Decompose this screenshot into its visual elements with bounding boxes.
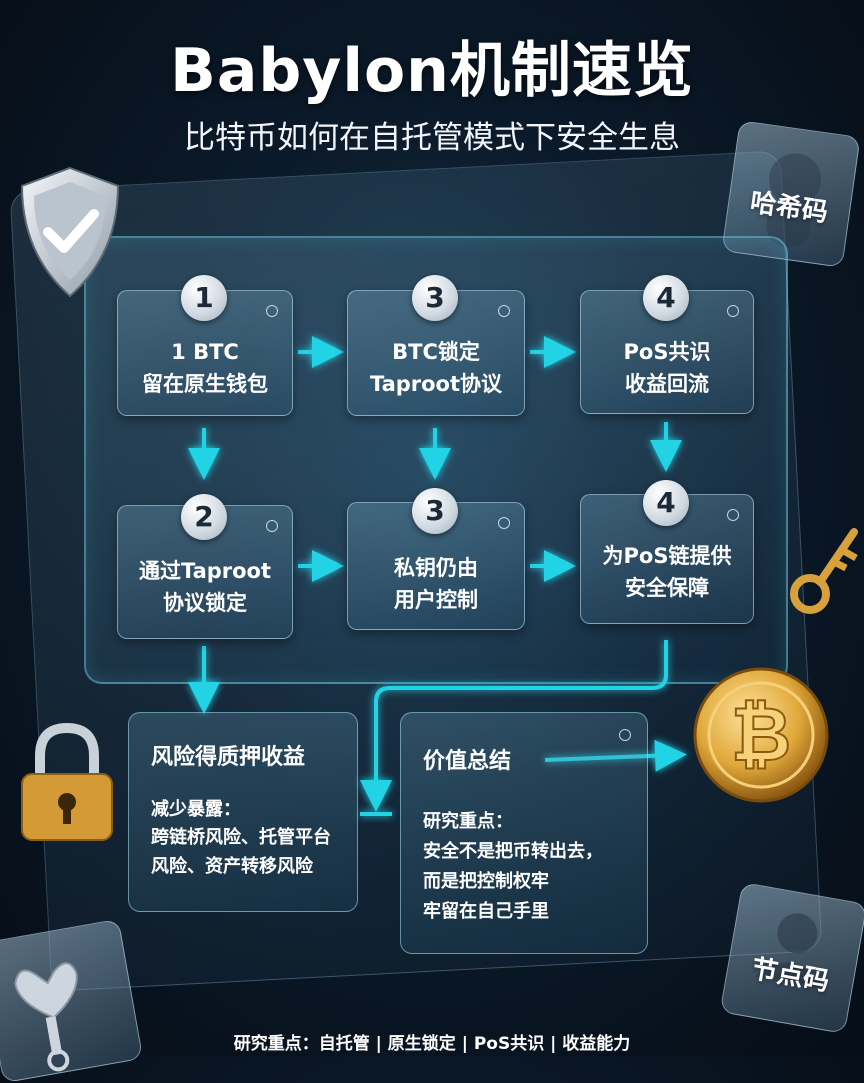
indicator-dot: [266, 305, 278, 317]
risk-line2: 风险、资产转移风险: [151, 856, 313, 877]
step-4-line2: 协议锁定: [163, 591, 247, 615]
indicator-dot: [498, 305, 510, 317]
risk-panel: 风险得质押收益 减少暴露： 跨链桥风险、托管平台 风险、资产转移风险: [128, 712, 358, 912]
step-3-line1: PoS共识: [623, 340, 711, 364]
svg-text:₿: ₿: [731, 692, 791, 778]
node-code-tile: 节点码: [719, 881, 864, 1035]
bitcoin-coin-icon: ₿: [693, 667, 829, 803]
shield-check-icon: [20, 166, 120, 298]
step-5-line2: 用户控制: [394, 588, 478, 612]
step-4-line1: 通过Taproot: [138, 559, 272, 583]
value-line1: 安全不是把币转出去，: [423, 841, 603, 862]
step-3-line2: 收益回流: [625, 372, 709, 396]
key-icon: [790, 528, 858, 614]
step-number-badge: 3: [412, 488, 458, 534]
step-2-line2: Taproot协议: [369, 372, 503, 396]
risk-title: 风险得质押收益: [151, 745, 306, 770]
hash-code-tile: 哈希码: [721, 120, 861, 268]
value-panel: 价值总结 研究重点： 安全不是把币转出去， 而是把控制权牢 牢留在自己手里: [400, 712, 648, 954]
page-title: Babylon机制速览: [170, 36, 694, 106]
risk-label: 减少暴露：: [151, 799, 241, 820]
value-title: 价值总结: [423, 749, 512, 774]
user-silhouette-icon: [766, 153, 822, 248]
value-line2: 而是把控制权牢: [423, 871, 549, 892]
step-6-line1: 为PoS链提供: [602, 544, 732, 568]
indicator-dot: [266, 520, 278, 532]
risk-line1: 跨链桥风险、托管平台: [151, 827, 331, 848]
step-number-badge: 1: [181, 275, 227, 321]
step-1-line1: 1 BTC: [171, 340, 239, 364]
step-2-line1: BTC锁定: [392, 340, 480, 364]
indicator-dot: [619, 729, 631, 741]
page-subtitle: 比特币如何在自托管模式下安全生息: [184, 120, 680, 156]
step-number-badge: 3: [412, 275, 458, 321]
step-number-badge: 4: [643, 480, 689, 526]
step-number-badge: 2: [181, 494, 227, 540]
indicator-dot: [727, 305, 739, 317]
value-line3: 牢留在自己手里: [423, 901, 549, 922]
value-label: 研究重点：: [423, 811, 513, 832]
flow-arrows: [188, 336, 687, 816]
indicator-dot: [498, 517, 510, 529]
step-1-line2: 留在原生钱包: [142, 372, 268, 396]
indicator-dot: [727, 509, 739, 521]
user-avatar-icon: [755, 913, 823, 989]
step-6-line2: 安全保障: [625, 576, 709, 600]
padlock-icon: [21, 722, 113, 841]
step-5-line1: 私钥仍由: [394, 556, 478, 580]
step-box-5: 私钥仍由 用户控制: [347, 502, 525, 630]
footer-text: 研究重点：自托管 | 原生锁定 | PoS共识 | 收益能力: [233, 1034, 631, 1054]
step-number-badge: 4: [643, 275, 689, 321]
